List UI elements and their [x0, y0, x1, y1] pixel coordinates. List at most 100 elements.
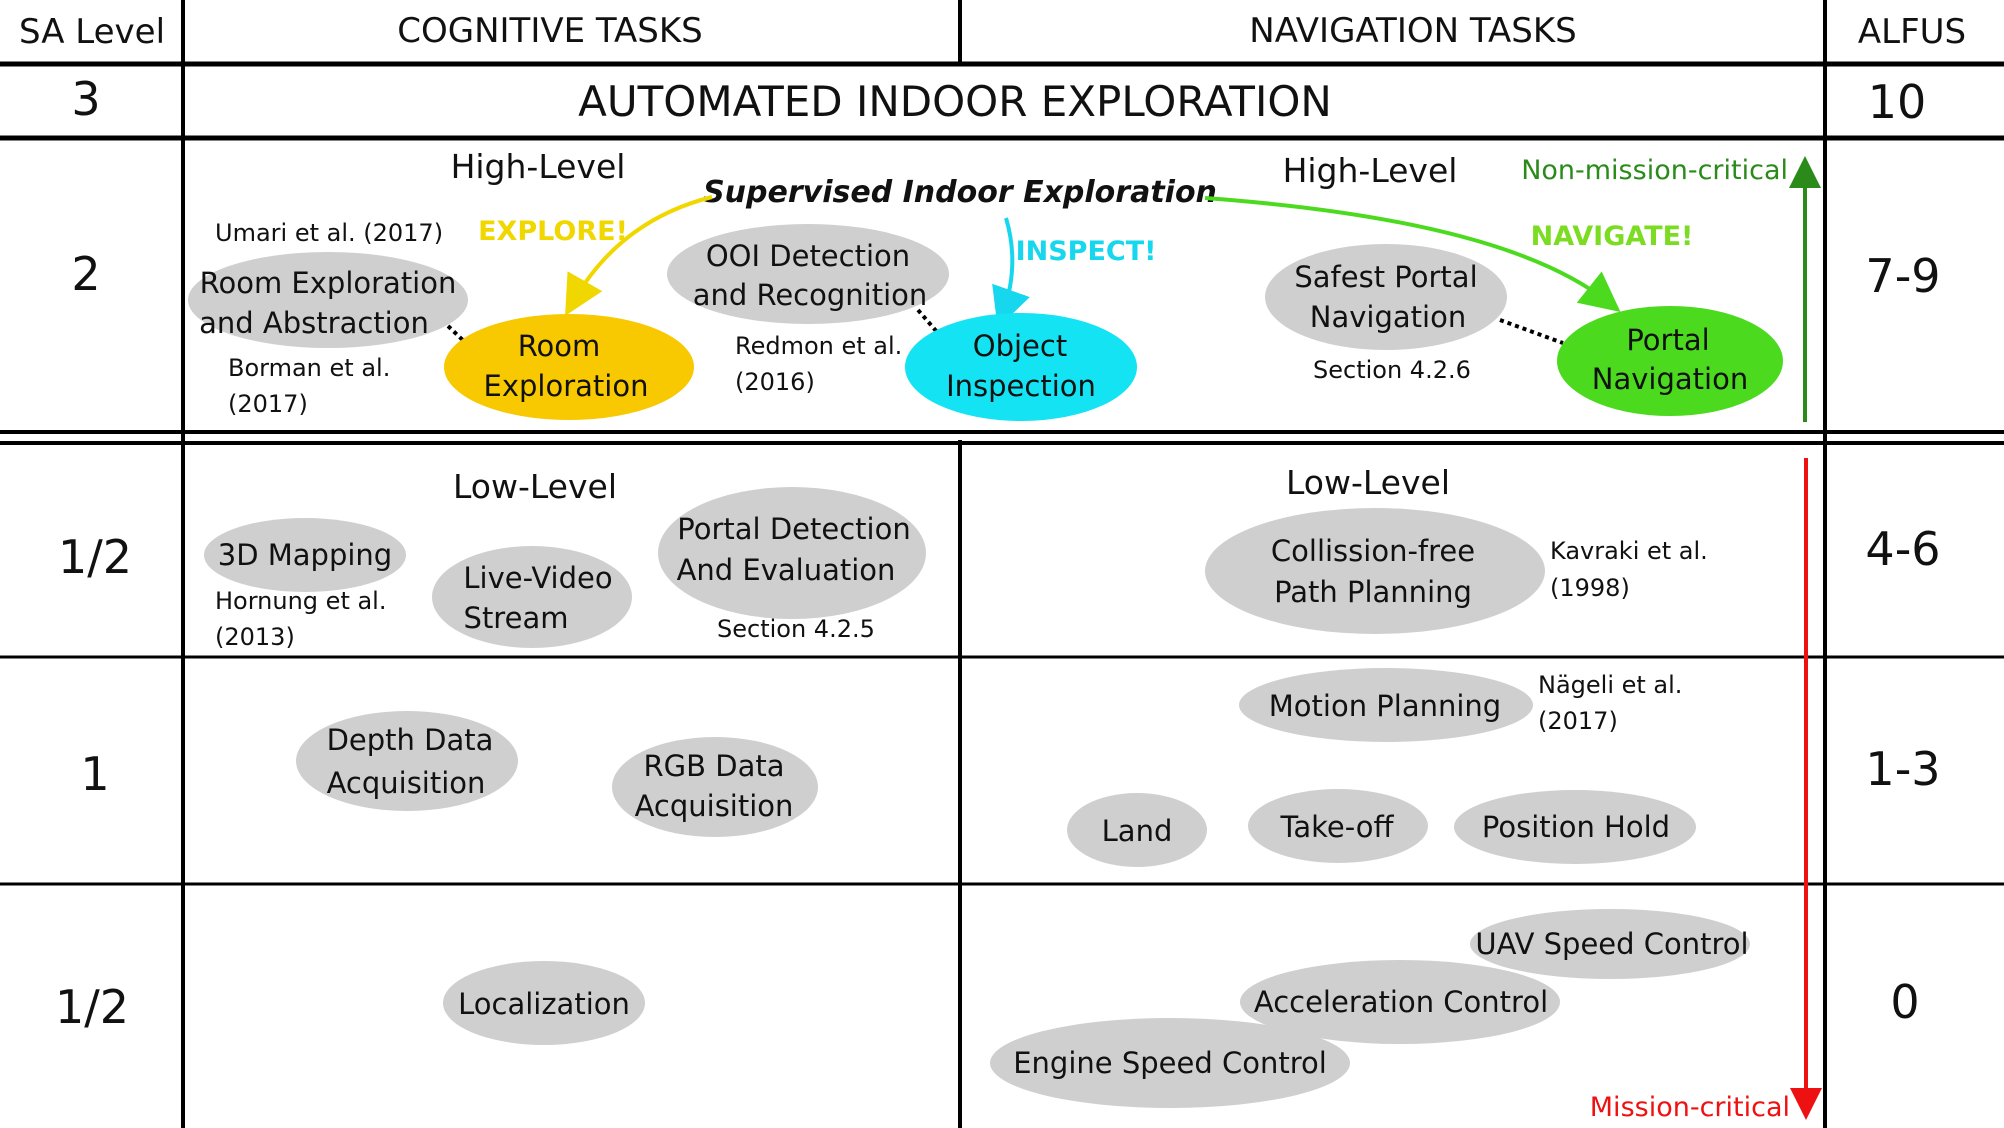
node-label: Motion Planning [1269, 689, 1501, 723]
node-label: RGB Data [644, 749, 785, 783]
node-label: UAV Speed Control [1475, 927, 1748, 961]
sa-value: 1/2 [58, 530, 132, 584]
citation-redmon-year: (2016) [735, 368, 815, 396]
citation-hornung-year: (2013) [215, 623, 295, 651]
node-position-hold [1454, 790, 1696, 864]
citation-nageli-year: (2017) [1538, 707, 1618, 735]
node-label: and Recognition [693, 278, 928, 312]
sa-value: 1 [80, 747, 109, 801]
node-label: 3D Mapping [218, 538, 392, 572]
alfus-value: 10 [1868, 75, 1927, 129]
header-navigation-tasks: NAVIGATION TASKS [1249, 11, 1576, 51]
node-label: And Evaluation [677, 553, 896, 587]
header-sa-level: SA Level [19, 12, 165, 52]
node-label: Room [518, 329, 601, 363]
node-label: Object [973, 329, 1067, 363]
node-rgb-acquisition [612, 737, 818, 837]
node-label: OOI Detection [706, 239, 910, 273]
header-cognitive-tasks: COGNITIVE TASKS [397, 11, 703, 51]
node-takeoff [1248, 789, 1428, 863]
automated-exploration-banner: AUTOMATED INDOOR EXPLORATION [578, 77, 1332, 126]
node-label: Engine Speed Control [1013, 1046, 1327, 1080]
citation-nageli: Nägeli et al. [1538, 671, 1682, 699]
explore-command: EXPLORE! [478, 216, 628, 247]
node-label: Localization [458, 987, 630, 1021]
non-mission-critical-label: Non-mission-critical [1521, 155, 1788, 186]
citation-kavraki: Kavraki et al. [1550, 537, 1708, 565]
citation-kavraki-year: (1998) [1550, 574, 1630, 602]
node-label: Position Hold [1482, 810, 1670, 844]
node-label: Path Planning [1274, 575, 1472, 609]
node-safest-portal [1265, 244, 1507, 350]
node-uav-speed [1470, 909, 1750, 979]
mission-critical-label: Mission-critical [1590, 1092, 1790, 1123]
node-live-video [432, 546, 632, 648]
supervised-exploration-label: Supervised Indoor Exploration [703, 175, 1217, 210]
label-low-level-navigation: Low-Level [1286, 463, 1450, 502]
node-land [1067, 793, 1207, 867]
node-path-planning [1205, 508, 1545, 634]
node-label: Stream [464, 601, 569, 635]
alfus-column: 10 7-9 4-6 1-3 0 [1865, 75, 1940, 1029]
node-ooi-detection [667, 224, 949, 324]
navigate-command: NAVIGATE! [1531, 221, 1694, 252]
connector-object [916, 308, 939, 334]
node-engine-speed [990, 1018, 1350, 1108]
citation-borman-year: (2017) [228, 390, 308, 418]
node-label: Portal [1626, 323, 1709, 357]
label-low-level-cognitive: Low-Level [453, 467, 617, 506]
citation-section-425: Section 4.2.5 [717, 615, 875, 643]
alfus-value: 7-9 [1865, 249, 1940, 303]
citations: Umari et al. (2017) Borman et al. (2017)… [215, 219, 1708, 735]
node-label: Portal Detection [677, 512, 910, 546]
connector-portal [1499, 318, 1564, 345]
header-row: SA Level COGNITIVE TASKS NAVIGATION TASK… [19, 11, 1966, 52]
node-label: Collission-free [1271, 534, 1475, 568]
node-room-exploration [444, 314, 694, 420]
citation-hornung: Hornung et al. [215, 587, 386, 615]
node-label: Safest Portal [1294, 260, 1477, 294]
node-portal-detection [658, 487, 926, 619]
sa-value: 2 [71, 247, 100, 301]
node-motion-planning [1239, 668, 1533, 742]
label-high-level-cognitive: High-Level [451, 147, 626, 186]
sa-level-column: 3 2 1/2 1 1/2 [55, 72, 132, 1034]
node-room-exploration-abstraction [188, 252, 468, 348]
node-label: Take-off [1279, 810, 1394, 844]
node-label: Depth Data [327, 723, 494, 757]
node-labels: Room Exploration and Abstraction Room Ex… [199, 239, 1748, 1080]
node-label: Room Exploration [200, 266, 457, 300]
node-label: Acquisition [635, 789, 794, 823]
node-label: Acceleration Control [1254, 985, 1548, 1019]
node-label: Live-Video [463, 561, 612, 595]
label-high-level-navigation: High-Level [1283, 151, 1458, 190]
citation-borman: Borman et al. [228, 354, 390, 382]
sa-value: 3 [71, 72, 100, 126]
node-label: Exploration [484, 369, 649, 403]
node-label: Land [1102, 814, 1173, 848]
header-alfus: ALFUS [1858, 12, 1966, 52]
citation-section-426: Section 4.2.6 [1313, 356, 1471, 384]
explore-arrow [565, 195, 713, 316]
node-label: Inspection [946, 369, 1096, 403]
node-label: and Abstraction [199, 306, 429, 340]
navigate-arrow [1204, 196, 1621, 312]
citation-redmon: Redmon et al. [735, 332, 902, 360]
node-label: Navigation [1310, 300, 1466, 334]
node-portal-navigation [1557, 306, 1783, 416]
inspect-command: INSPECT! [1016, 236, 1157, 267]
alfus-value: 4-6 [1865, 522, 1940, 576]
citation-umari: Umari et al. (2017) [215, 219, 443, 247]
node-localization [443, 961, 645, 1045]
node-3d-mapping [204, 518, 406, 592]
node-acceleration [1240, 960, 1560, 1044]
task-nodes [188, 224, 1783, 1108]
alfus-value: 0 [1890, 975, 1919, 1029]
alfus-value: 1-3 [1865, 742, 1940, 796]
sa-value: 1/2 [55, 980, 129, 1034]
dotted-connectors [446, 308, 1564, 347]
node-label: Acquisition [327, 766, 486, 800]
